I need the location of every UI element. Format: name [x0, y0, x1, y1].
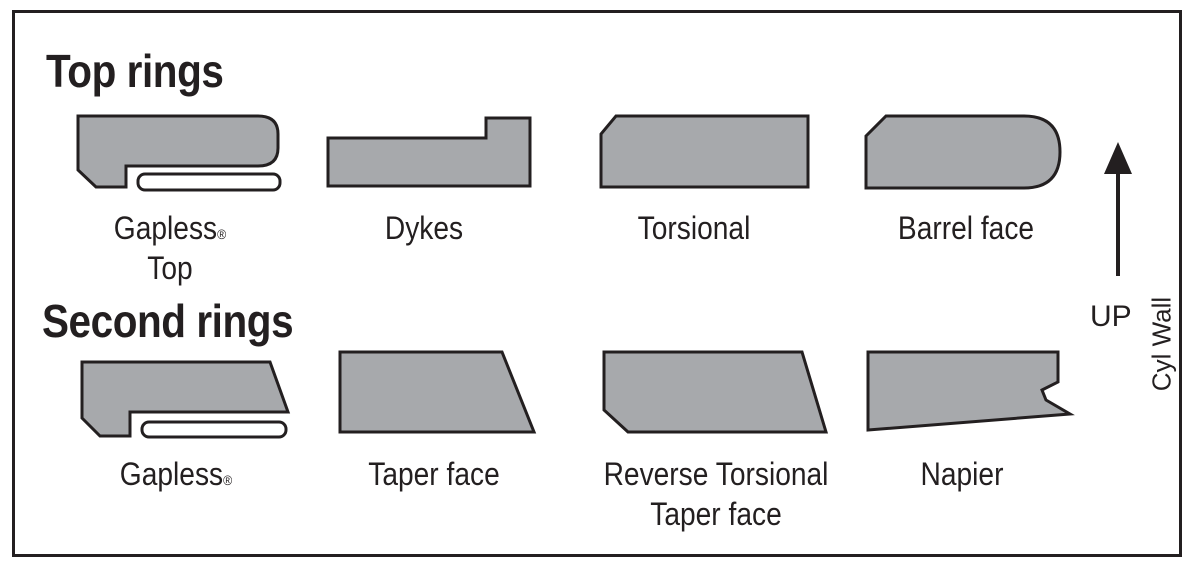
dykes-ring-shape [326, 116, 532, 188]
napier-ring-shape [866, 350, 1075, 432]
gapless-top-ring-shape [76, 114, 280, 189]
diagram-frame [12, 10, 1182, 557]
second-rings-title: Second rings [42, 295, 294, 347]
up-label: UP [1090, 300, 1132, 333]
top-rings-title: Top rings [46, 45, 224, 97]
up-arrow-icon [1104, 142, 1132, 276]
cyl-wall-label: Cyl Wall [1146, 296, 1177, 392]
reverse-torsional-ring-shape [602, 350, 829, 434]
torsional-ring-shape [599, 114, 810, 189]
gapless-second-ring-shape [80, 360, 291, 438]
barrel-face-ring-shape [864, 114, 1062, 190]
gapless-top-rail-shape [136, 172, 282, 192]
gapless-second-rail-shape [140, 420, 288, 439]
taper-face-ring-shape [338, 350, 537, 434]
